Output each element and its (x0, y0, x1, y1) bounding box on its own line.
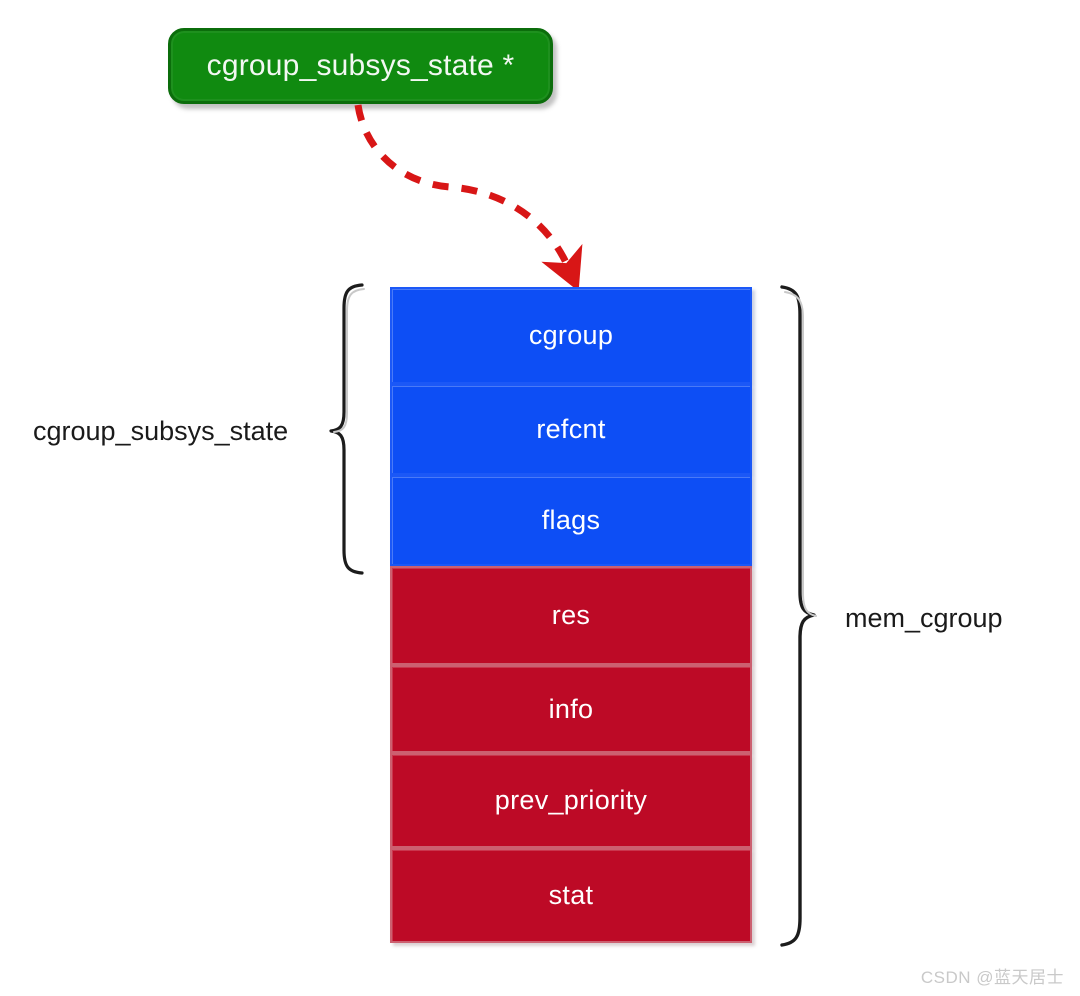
watermark: CSDN @蓝天居士 (920, 968, 1064, 987)
dashed-curved-arrow (354, 104, 583, 292)
cgroup-subsys-state-pointer-box: cgroup_subsys_state * (168, 28, 553, 104)
struct-block: cgroup refcnt flags res info prev_priori… (390, 287, 752, 943)
field-label: cgroup (528, 320, 614, 350)
field-label: stat (548, 880, 594, 910)
right-brace-label: mem_cgroup (845, 603, 1003, 633)
field-label: prev_priority (494, 785, 648, 815)
field-label: info (548, 693, 594, 724)
left-brace-label: cgroup_subsys_state (33, 416, 289, 446)
field-row-info: info (390, 665, 752, 753)
field-label: res (551, 600, 591, 630)
pointer-box-label: cgroup_subsys_state * (206, 49, 515, 82)
field-row-res: res (390, 566, 752, 665)
field-row-cgroup: cgroup (390, 287, 752, 384)
field-row-stat: stat (390, 848, 752, 943)
field-label: refcnt (536, 414, 606, 444)
field-row-flags: flags (390, 475, 752, 566)
field-row-prev-priority: prev_priority (390, 753, 752, 848)
field-row-refcnt: refcnt (390, 384, 752, 475)
right-brace (780, 285, 817, 947)
field-label: flags (541, 505, 601, 535)
left-brace (329, 283, 365, 575)
